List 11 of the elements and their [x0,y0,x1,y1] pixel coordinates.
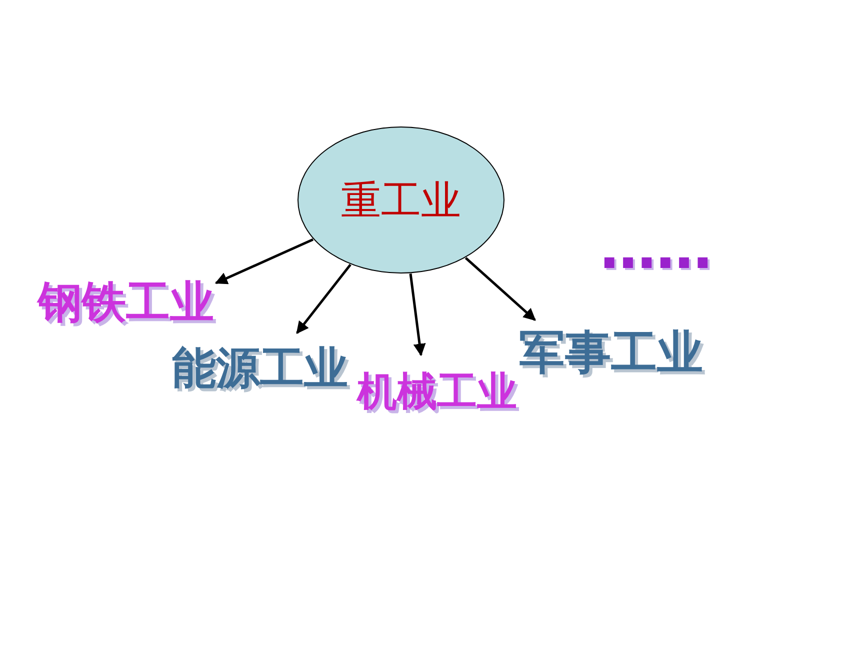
node-label: 机械工业 [357,368,517,416]
node-label: 重工业 [341,176,461,226]
arrow [296,264,352,334]
ellipse-node [297,126,505,274]
ellipsis-text: …… [600,222,712,278]
node-label: 能源工业 [172,342,348,396]
arrow [464,257,536,321]
node-label: 钢铁工业 [38,276,214,330]
arrow [409,274,426,356]
arrow [214,238,314,284]
node-label: 军事工业 [519,324,703,381]
